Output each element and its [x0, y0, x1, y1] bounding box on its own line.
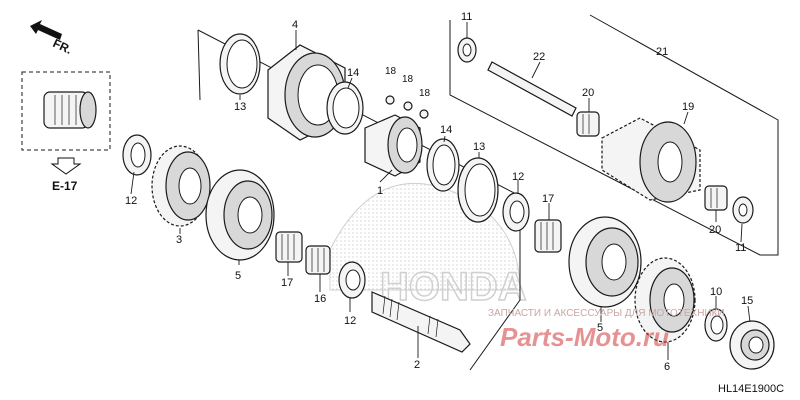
part-18-ball-b: [403, 101, 413, 111]
callout-18-a: 18: [385, 66, 397, 77]
callout-13-lower: 13: [473, 141, 485, 153]
part-15-ball-bearing: [729, 320, 775, 370]
callout-20-lower: 20: [709, 224, 721, 236]
reference-inset: E-17: [21, 71, 111, 193]
part-5-housing-left: [205, 169, 275, 261]
reference-label: E-17: [52, 179, 78, 193]
part-22-pin: [487, 61, 577, 117]
callout-6: 6: [664, 361, 670, 373]
part-20-needle-bearing-upper: [576, 111, 600, 137]
diagram-code: HL14E1900C: [718, 383, 784, 395]
part-17-needle-bearing-right: [534, 219, 562, 253]
part-17-needle-bearing-left: [275, 231, 303, 263]
callout-21: 21: [656, 46, 668, 58]
callout-11-lower: 11: [735, 242, 746, 254]
callout-1: 1: [377, 185, 383, 197]
callout-18-c: 18: [419, 88, 431, 99]
callout-20-upper: 20: [582, 87, 594, 99]
watermark-caption: ЗАПЧАСТИ И АКСЕССУАРЫ ДЛЯ МОТОТЕХНИКИ: [488, 308, 725, 319]
callout-13-upper: 13: [234, 101, 246, 113]
part-5-housing-right: [568, 216, 642, 308]
callout-16: 16: [314, 293, 326, 305]
callout-14-lower: 14: [440, 124, 452, 136]
callout-10: 10: [710, 286, 722, 298]
callout-5-right: 5: [597, 322, 603, 334]
leader-lines: [130, 22, 751, 360]
callout-5-left: 5: [235, 270, 241, 282]
maker-mark-text: HONDA: [380, 265, 527, 309]
callout-14-upper: 14: [347, 67, 359, 79]
part-16-needle-bearing: [305, 245, 331, 275]
part-1-roller-cage: [364, 114, 423, 177]
reference-arrow-icon: [50, 157, 82, 175]
part-3-gear: [151, 145, 211, 227]
callout-15: 15: [741, 295, 753, 307]
callout-3: 3: [176, 234, 182, 246]
callout-2: 2: [414, 359, 420, 371]
part-18-ball-c: [419, 109, 429, 119]
callout-18-b: 18: [402, 74, 414, 85]
front-direction-arrow: FR.: [30, 20, 74, 57]
watermark-logo: Parts-Moto.ru: [500, 322, 669, 352]
callout-labels: 13 4 14 18 18 18 1 14 13 12 3 5 17 16 12…: [125, 11, 753, 373]
part-20-needle-bearing-lower: [704, 185, 728, 211]
callout-17-right: 17: [542, 193, 554, 205]
direction-label: FR.: [51, 36, 74, 57]
callout-4: 4: [292, 19, 298, 31]
assembly-frame-right: [449, 14, 779, 256]
callout-17-left: 17: [281, 277, 293, 289]
part-2-shaft: [371, 291, 471, 353]
callout-12-mid: 12: [344, 315, 356, 327]
part-6-gear: [634, 257, 696, 343]
callout-11-upper: 11: [461, 11, 472, 23]
callout-12-right: 12: [512, 171, 524, 183]
callout-12-left: 12: [125, 195, 137, 207]
part-18-ball-a: [385, 95, 395, 105]
callout-22: 22: [533, 51, 545, 63]
part-19-gear-shaft: [601, 117, 701, 203]
callout-19: 19: [682, 101, 694, 113]
